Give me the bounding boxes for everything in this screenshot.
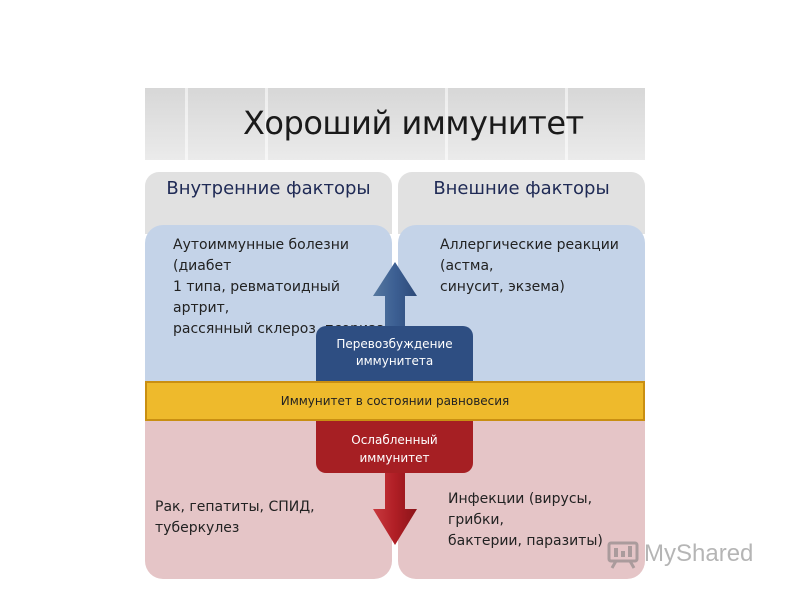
cancer-text: Рак, гепатиты, СПИД, туберкулез (155, 497, 392, 539)
arrow-up-icon (373, 262, 417, 328)
overstimulated-box: Перевозбуждение иммунитета (316, 326, 473, 382)
infections-panel: Инфекции (вирусы, грибки, бактерии, пара… (398, 421, 645, 579)
presentation-board-icon (607, 541, 639, 569)
watermark-text: MyShared (644, 540, 754, 567)
weakened-label: Ослабленный иммунитет (351, 433, 438, 465)
arrow-down-icon (373, 473, 417, 545)
autoimmune-line: 1 типа, ревматоидный артрит, (173, 279, 340, 316)
diagram-title: Хороший иммунитет (243, 104, 584, 142)
external-factors-label: Внешние факторы (433, 178, 610, 199)
overstimulated-label: Перевозбуждение (336, 337, 453, 351)
allergic-text: Аллергические реакции (астма, синусит, э… (440, 235, 645, 298)
autoimmune-text: Аутоиммунные болезни (диабет 1 типа, рев… (173, 235, 392, 340)
watermark-logo: MyShared (606, 537, 766, 573)
infections-text: Инфекции (вирусы, грибки, бактерии, пара… (448, 489, 645, 552)
autoimmune-line: Аутоиммунные болезни (диабет (173, 237, 349, 274)
infections-line: Инфекции (вирусы, грибки, (448, 491, 593, 528)
allergic-line: синусит, экзема) (440, 279, 565, 295)
internal-factors-label: Внутренние факторы (166, 178, 371, 199)
infections-line: бактерии, паразиты) (448, 533, 603, 549)
cancer-line: Рак, гепатиты, СПИД, туберкулез (155, 499, 315, 536)
weakened-box: Ослабленный иммунитет (316, 421, 473, 473)
balance-bar: Иммунитет в состоянии равновесия (145, 381, 645, 421)
title-banner: Хороший иммунитет (145, 88, 645, 160)
allergic-line: Аллергические реакции (астма, (440, 237, 619, 274)
overstimulated-label: иммунитета (355, 354, 434, 368)
internal-factors-header: Внутренние факторы (145, 172, 392, 234)
external-factors-header: Внешние факторы (398, 172, 645, 234)
